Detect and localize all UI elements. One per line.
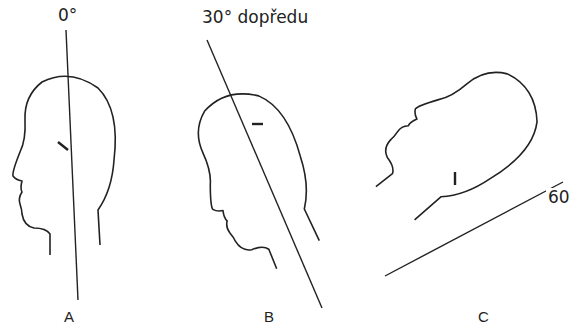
head-upright <box>13 30 115 300</box>
angle-label: 0° <box>56 6 79 25</box>
figure-letter: A <box>62 308 76 325</box>
angle-label: 30° dopředu <box>200 8 310 27</box>
figure-letter: C <box>476 308 491 325</box>
angle-label: 60 <box>546 188 572 207</box>
figure-letter: B <box>262 308 276 325</box>
head-forward <box>175 40 337 308</box>
head-backward <box>353 47 563 276</box>
